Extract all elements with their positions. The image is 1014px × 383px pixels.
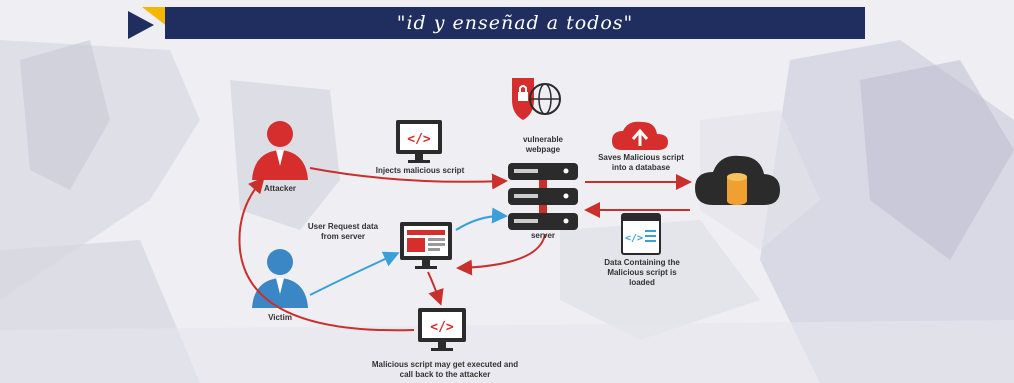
vulnerable-webpage-label: vulnerable webpage [522,135,563,154]
code-monitor-icon: </> [396,120,442,163]
title-banner: "id y enseñad a todos" [165,7,865,39]
user-request-label: User Request data from server [307,222,379,241]
bottom-monitor-to-attacker-arrow [238,176,415,332]
code-monitor-icon-bottom: </> [418,308,466,351]
server-label: server [530,231,556,240]
svg-text:</>: </> [625,233,643,244]
cloud-upload-icon [612,121,668,150]
victim-person-icon [252,249,308,308]
victim-label: Victim [268,313,292,322]
server-stack-icon [508,163,578,230]
executed-label: Malicious script may get executed and ca… [371,360,519,379]
data-containing-label: Data Containing the Malicious script is … [604,258,680,287]
browser-to-server-arrow [455,207,508,231]
attacker-person-icon [252,121,308,180]
server-to-browser-arrow [456,233,546,276]
attacker-to-server-arrow [309,167,508,190]
banner-text: "id y enseñad a todos" [396,12,634,34]
saves-label: Saves Malicious script into a database [598,153,684,172]
attacker-label: Attacker [263,184,296,193]
browser-monitor-icon [400,222,452,269]
svg-text:</>: </> [407,132,431,147]
code-document-icon: </> [621,213,661,255]
shield-globe-icon [512,78,561,120]
browser-to-bottom-monitor-arrow [427,271,444,306]
cloud-database-icon [695,155,780,205]
victim-to-browser-arrow [309,251,400,296]
svg-text:</>: </> [430,320,454,335]
university-logo [128,7,168,39]
injects-label: Injects malicious script [375,166,465,175]
